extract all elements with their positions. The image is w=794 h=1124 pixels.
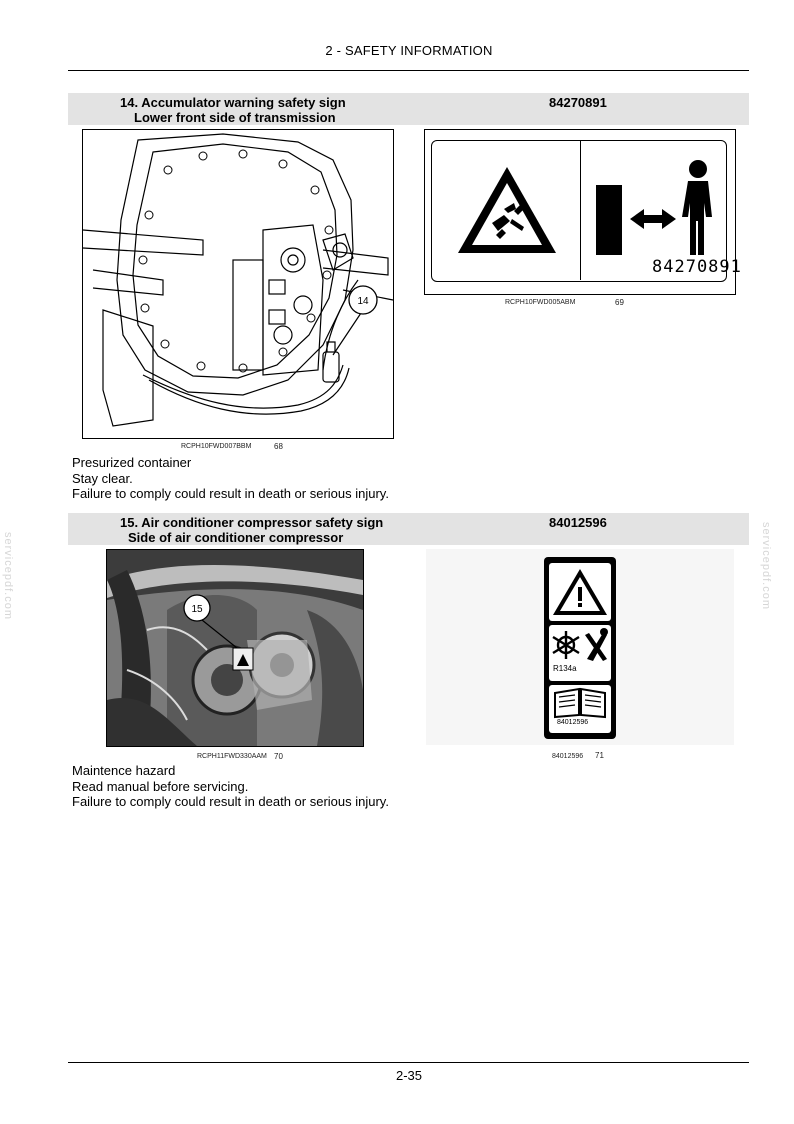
header-rule bbox=[68, 70, 749, 71]
item-14-line-2: Stay clear. bbox=[72, 470, 133, 486]
item-15-photo-figure-number: 70 bbox=[274, 752, 283, 761]
item-14-photo-caption: RCPH10FWD007BBM bbox=[181, 443, 252, 450]
watermark-left: servicepdf.com bbox=[1, 532, 14, 620]
page-header-title: 2 - SAFETY INFORMATION bbox=[325, 43, 493, 58]
item-14-location: Lower front side of transmission bbox=[134, 110, 336, 125]
item-14-part-number: 84270891 bbox=[549, 95, 607, 110]
watermark-right: servicepdf.com bbox=[759, 522, 772, 610]
item-15-photo-caption: RCPH11FWD330AAM bbox=[197, 753, 267, 760]
decal-84012596: R134a 84012596 bbox=[544, 557, 616, 739]
item-14-line-1: Presurized container bbox=[72, 455, 192, 470]
item-15-line-3: Failure to comply could result in death … bbox=[72, 794, 389, 809]
item-15-heading: 15. Air conditioner compressor safety si… bbox=[120, 515, 384, 530]
compressor-photo-drawing: 15 bbox=[107, 550, 363, 746]
decal-refrigerant-label: R134a bbox=[553, 664, 577, 673]
item-15-location: Side of air conditioner compressor bbox=[128, 530, 344, 545]
callout-14-circle bbox=[348, 285, 378, 315]
read-manual-book-icon bbox=[554, 687, 606, 719]
page-number: 2-35 bbox=[395, 1068, 423, 1083]
item-14-decal-caption: RCPH10FWD005ABM bbox=[505, 299, 576, 306]
warning-triangle-icon bbox=[553, 569, 607, 615]
snowflake-wrench-icon bbox=[552, 628, 608, 661]
footer-rule bbox=[68, 1062, 749, 1063]
callout-15-label: 15 bbox=[191, 604, 203, 615]
item-14-heading-band: 14. Accumulator warning safety sign Lowe… bbox=[68, 93, 749, 125]
pressure-warning-triangle-icon bbox=[458, 167, 556, 253]
item-15-line-1: Maintence hazard bbox=[72, 763, 176, 778]
callout-14-label: 14 bbox=[357, 296, 369, 307]
item-14-decal-figure-number: 69 bbox=[615, 298, 624, 307]
item-14-transmission-illustration: 14 bbox=[82, 129, 394, 439]
item-15-decal-caption: 84012596 bbox=[552, 753, 584, 760]
decal-84270891: 84270891 bbox=[431, 140, 741, 282]
item-15-decal-figure-number: 71 bbox=[595, 751, 604, 760]
item-15-part-number: 84012596 bbox=[549, 515, 607, 530]
item-14-description: Presurized container Stay clear. Failure… bbox=[72, 455, 389, 502]
decal-part-number-text-2: 84012596 bbox=[557, 719, 589, 726]
item-15-heading-band: 15. Air conditioner compressor safety si… bbox=[68, 513, 749, 545]
callout-15-circle bbox=[183, 594, 211, 622]
item-15-compressor-photo: 15 bbox=[106, 549, 364, 747]
item-15-decal-background: R134a 84012596 bbox=[426, 549, 734, 745]
decal-part-number-text: 84270891 bbox=[652, 257, 742, 277]
stay-clear-person-icon bbox=[596, 160, 712, 255]
item-15-description: Maintence hazard Read manual before serv… bbox=[72, 763, 389, 810]
transmission-drawing: 14 bbox=[82, 133, 394, 427]
item-14-decal-frame: 84270891 bbox=[424, 129, 741, 295]
item-14-line-3: Failure to comply could result in death … bbox=[72, 486, 389, 501]
item-15-line-2: Read manual before servicing. bbox=[72, 778, 249, 794]
item-14-heading: 14. Accumulator warning safety sign bbox=[120, 95, 346, 110]
item-14-photo-figure-number: 68 bbox=[274, 442, 283, 451]
